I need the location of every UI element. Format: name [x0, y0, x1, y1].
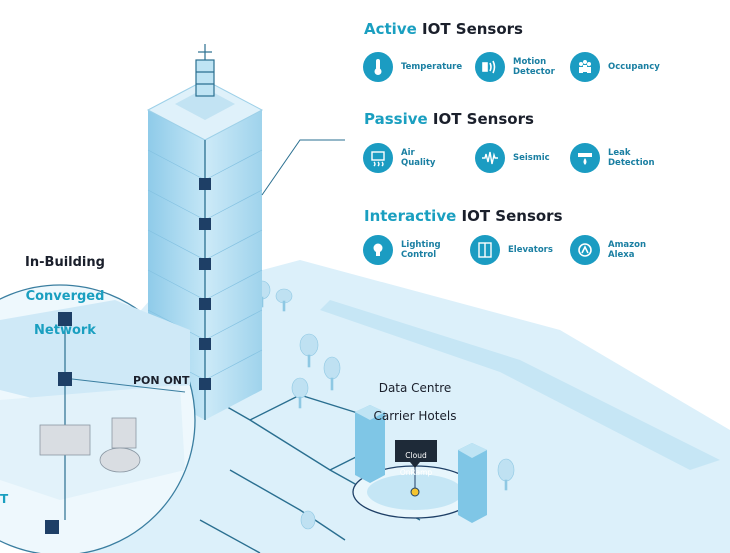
active-sensors-title: Active IOT Sensors — [364, 20, 523, 38]
seismic-icon — [475, 143, 505, 173]
interactive-sensors-title: Interactive IOT Sensors — [364, 207, 563, 225]
datacentre-title: Data Centre Carrier Hotels — [373, 381, 457, 423]
sensor-temperature: Temperature — [363, 52, 462, 82]
thermometer-icon — [363, 52, 393, 82]
elevator-icon — [470, 235, 500, 265]
leak-detection-icon — [570, 143, 600, 173]
pon-ont-label: PON ONT — [133, 374, 190, 387]
air-quality-icon — [363, 143, 393, 173]
sensor-leak-detection: Leak Detection — [570, 143, 655, 173]
pon-leader — [71, 378, 186, 393]
sensor-elevators: Elevators — [470, 235, 553, 265]
sensor-motion-detector: Motion Detector — [475, 52, 555, 82]
sensor-air-quality: Air Quality — [363, 143, 435, 173]
callout-line — [261, 139, 345, 196]
sensor-amazon-alexa: Amazon Alexa — [570, 235, 646, 265]
lightbulb-icon — [363, 235, 393, 265]
occupancy-icon — [570, 52, 600, 82]
sensor-lighting-control: Lighting Control — [363, 235, 441, 265]
trees — [253, 280, 515, 530]
edge-label: T — [0, 492, 9, 506]
passive-sensors-title: Passive IOT Sensors — [364, 110, 534, 128]
data-centre — [352, 405, 487, 523]
network-title: In-Building Converged Network — [25, 255, 105, 338]
cloud-onramp-label: Cloud OnRamp — [399, 450, 433, 477]
road-network — [320, 300, 720, 470]
zoom-circle — [0, 284, 196, 553]
motion-detector-icon — [475, 52, 505, 82]
sensor-occupancy: Occupancy — [570, 52, 660, 82]
amazon-alexa-icon — [570, 235, 600, 265]
sensor-seismic: Seismic — [475, 143, 550, 173]
